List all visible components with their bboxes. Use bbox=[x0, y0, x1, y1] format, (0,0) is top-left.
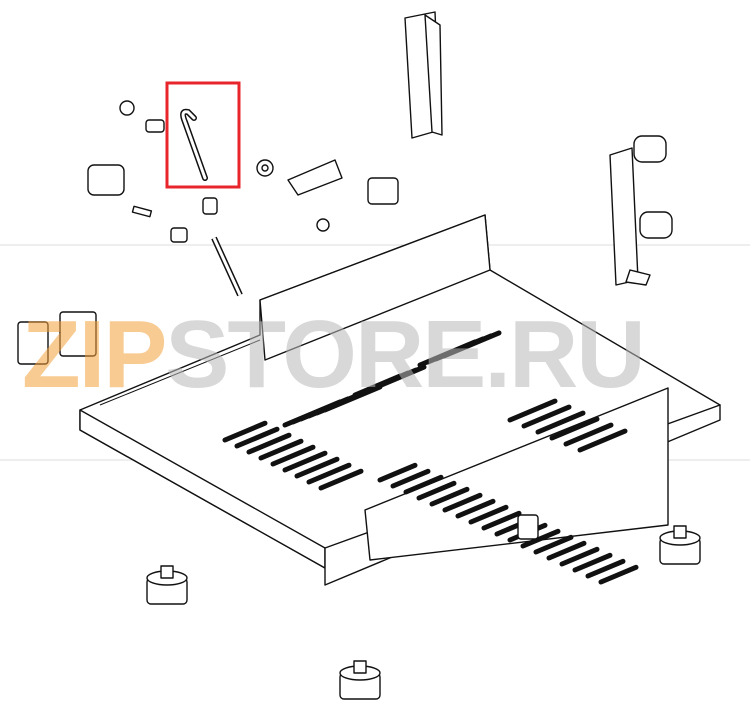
feet bbox=[146, 525, 701, 700]
vent-slot bbox=[377, 462, 418, 483]
foot[interactable] bbox=[339, 660, 381, 700]
vent-slot bbox=[585, 558, 626, 579]
vent-slot bbox=[468, 504, 509, 525]
vent-slot bbox=[572, 552, 613, 573]
watermark-zip: ZIP bbox=[22, 301, 167, 408]
foot[interactable] bbox=[659, 525, 701, 565]
vent-slot bbox=[270, 444, 316, 467]
vent-slot bbox=[376, 364, 427, 389]
vent-slot bbox=[258, 438, 304, 461]
watermark: ZIPSTORE.RU bbox=[22, 300, 646, 410]
vent-slot bbox=[390, 468, 431, 489]
vent-slot bbox=[521, 404, 572, 429]
vent-slot bbox=[520, 528, 561, 549]
foot[interactable] bbox=[146, 565, 188, 605]
vent-slot bbox=[559, 546, 600, 567]
vent-slot bbox=[441, 330, 502, 359]
highlighted-rod[interactable] bbox=[165, 81, 241, 189]
vent-slot bbox=[563, 422, 614, 447]
vent-slot bbox=[598, 564, 639, 585]
bracket-top[interactable] bbox=[404, 11, 443, 139]
vent-slot bbox=[429, 486, 470, 507]
vent-slots bbox=[222, 330, 639, 585]
vent-slot bbox=[318, 468, 364, 491]
vent-slot bbox=[549, 416, 600, 441]
vent-slot bbox=[455, 498, 496, 519]
vent-slot bbox=[442, 492, 483, 513]
watermark-store: STORE.RU bbox=[165, 301, 645, 408]
vent-slot bbox=[222, 420, 268, 443]
vent-slot bbox=[481, 510, 522, 531]
vent-slot bbox=[416, 480, 457, 501]
vent-slot bbox=[546, 540, 587, 561]
vent-slot bbox=[234, 426, 280, 449]
vent-slot bbox=[533, 534, 574, 555]
vent-slot bbox=[294, 456, 340, 479]
vent-slot bbox=[306, 462, 352, 485]
vent-slot bbox=[403, 474, 444, 495]
vent-slot bbox=[507, 398, 558, 423]
vent-slot bbox=[577, 428, 628, 453]
bracket-right[interactable] bbox=[609, 135, 673, 286]
vent-slot bbox=[246, 432, 292, 455]
highlight-box bbox=[165, 81, 241, 189]
vent-slot bbox=[535, 410, 586, 435]
small-parts[interactable] bbox=[17, 100, 539, 540]
vent-slot bbox=[282, 450, 328, 473]
